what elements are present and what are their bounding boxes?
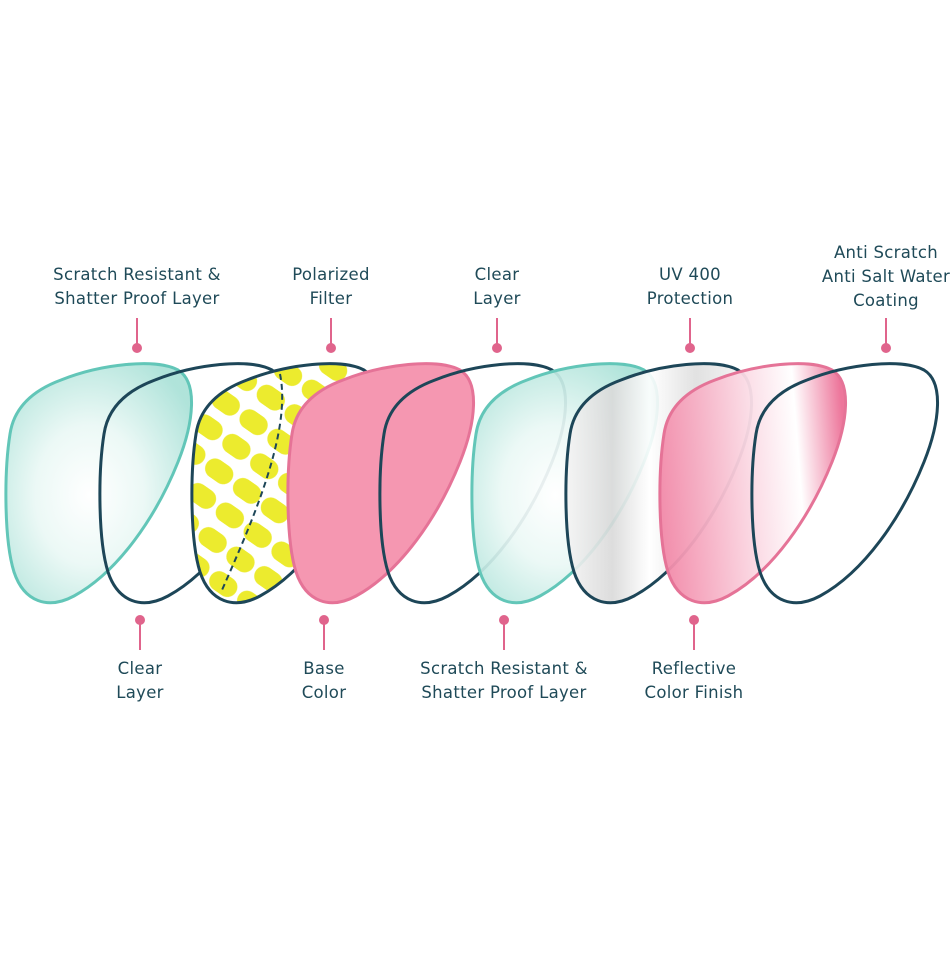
top-polarized-filter-pointer-dot — [326, 343, 336, 353]
label-line: Anti Salt Water — [821, 267, 950, 286]
label-scratch-resistant-1: Scratch Resistant & Shatter Proof Layer — [17, 263, 257, 311]
label-line: Polarized — [292, 265, 370, 284]
label-line: Scratch Resistant & — [420, 659, 588, 678]
label-line: Protection — [646, 289, 734, 308]
label-line: Layer — [473, 289, 521, 308]
label-scratch-resistant-2: Scratch Resistant & Shatter Proof Layer — [384, 657, 624, 705]
label-line: Layer — [116, 683, 164, 702]
lens-layer-clear-2 — [378, 362, 568, 605]
label-line: Color — [301, 683, 347, 702]
label-line: Shatter Proof Layer — [421, 683, 587, 702]
label-line: Anti Scratch — [833, 243, 939, 262]
label-line: Shatter Proof Layer — [54, 289, 220, 308]
label-line: Color Finish — [644, 683, 744, 702]
lens-layer-clear-1 — [98, 362, 288, 605]
label-line: Coating — [853, 291, 919, 310]
top-anti-scratch-coating-pointer-dot — [881, 343, 891, 353]
bottom-base-color-pointer-dot — [319, 615, 329, 625]
label-line: UV 400 — [659, 265, 721, 284]
label-line: Filter — [309, 289, 353, 308]
label-line: Scratch Resistant & — [53, 265, 221, 284]
top-clear-2-pointer-dot — [492, 343, 502, 353]
lens-layer-anti-scratch-coating — [750, 362, 940, 605]
top-uv-400-pointer-dot — [685, 343, 695, 353]
label-line: Clear — [117, 659, 163, 678]
bottom-clear-1-pointer-dot — [135, 615, 145, 625]
label-line: Reflective — [651, 659, 737, 678]
bottom-scratch-resistant-2-pointer-dot — [499, 615, 509, 625]
label-line: Base — [303, 659, 345, 678]
label-line: Clear — [474, 265, 520, 284]
top-scratch-resistant-1-pointer-dot — [132, 343, 142, 353]
bottom-reflective-finish-pointer-dot — [689, 615, 699, 625]
